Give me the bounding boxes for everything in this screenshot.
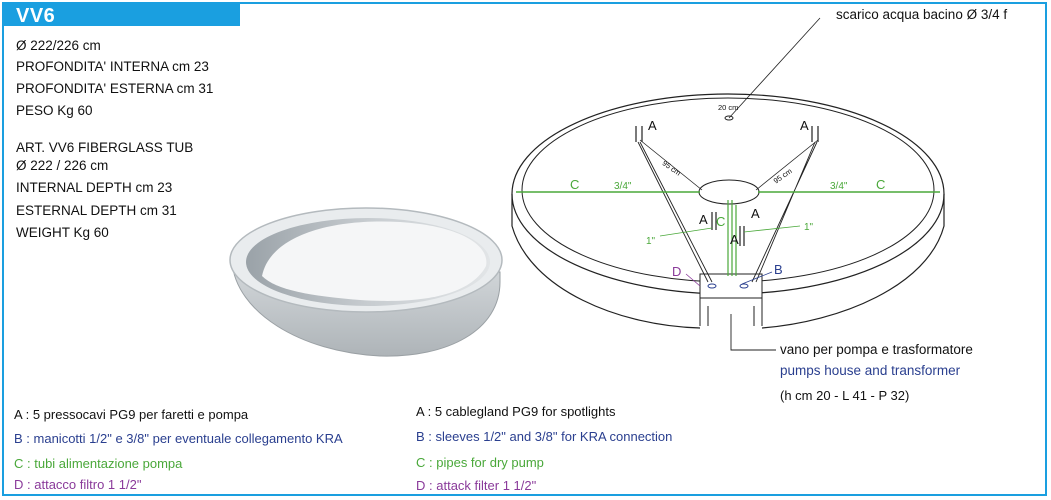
pipe-1-right: 1" [804,222,814,233]
pump-housing-walls [699,298,763,326]
spec-en-internal-depth: INTERNAL DEPTH cm 23 [16,180,173,195]
pipe-3-4-left: 3/4" [614,181,632,192]
legend-it-c: C : tubi alimentazione pompa [14,456,183,471]
radius-label-right: 95 cm [772,166,794,185]
pipe-3-4-right: 3/4" [830,181,848,192]
housing-leader [730,314,776,351]
spec-it-diameter: Ø 222/226 cm [16,38,101,53]
spec-en-weight: WEIGHT Kg 60 [16,225,109,240]
housing-dims: (h cm 20 - L 41 - P 32) [780,388,910,403]
label-a-left: A [648,118,657,133]
tub-wall-left [511,194,701,329]
label-c-right: C [876,177,885,192]
spec-en-article: ART. VV6 FIBERGLASS TUB [16,140,194,155]
legend-it-a: A : 5 pressocavi PG9 per faretti e pompa [14,407,249,422]
spec-it-external-depth: PROFONDITA' ESTERNA cm 31 [16,81,214,96]
spec-it-internal-depth: PROFONDITA' INTERNA cm 23 [16,59,209,74]
label-a-center-right: A [751,206,760,221]
label-c-left: C [570,177,579,192]
housing-callout-en: pumps house and transformer [780,363,961,378]
legend-it-b: B : manicotti 1/2" e 3/8" per eventuale … [14,431,343,446]
legend-it-d: D : attacco filtro 1 1/2" [14,477,142,492]
page-title: VV6 [16,5,56,27]
label-c-center: C [716,214,725,229]
label-a-center-lower: A [730,232,739,247]
center-hub [698,179,760,205]
legend-en-c: C : pipes for dry pump [416,455,544,470]
legend-en-d: D : attack filter 1 1/2" [416,478,537,493]
label-d: D [672,264,681,279]
label-a-center-left: A [699,212,708,227]
spec-it-weight: PESO Kg 60 [16,103,93,118]
post-a-right [811,126,819,142]
spec-en-external-depth: ESTERNAL DEPTH cm 31 [16,203,177,218]
post-a-left [635,126,643,142]
title-bar: VV6 [2,2,240,27]
spec-en-diameter: Ø 222 / 226 cm [16,158,109,173]
drain-hole [724,115,734,121]
drain-callout: scarico acqua bacino Ø 3/4 f [836,7,1008,22]
drain-dim-label: 20 cm [718,103,738,112]
pipe-c-center [727,200,737,276]
tub-wall-right [761,194,945,329]
legend-en-a: A : 5 cablegland PG9 for spotlights [416,404,616,419]
pipe-1-left: 1" [646,236,656,247]
label-b: B [774,262,783,277]
legend-en-b: B : sleeves 1/2" and 3/8" for KRA connec… [416,429,673,444]
radius-label-left: 95 cm [661,159,683,178]
drain-leader [728,17,821,119]
label-a-right: A [800,118,809,133]
housing-callout-it: vano per pompa e trasformatore [780,342,973,357]
